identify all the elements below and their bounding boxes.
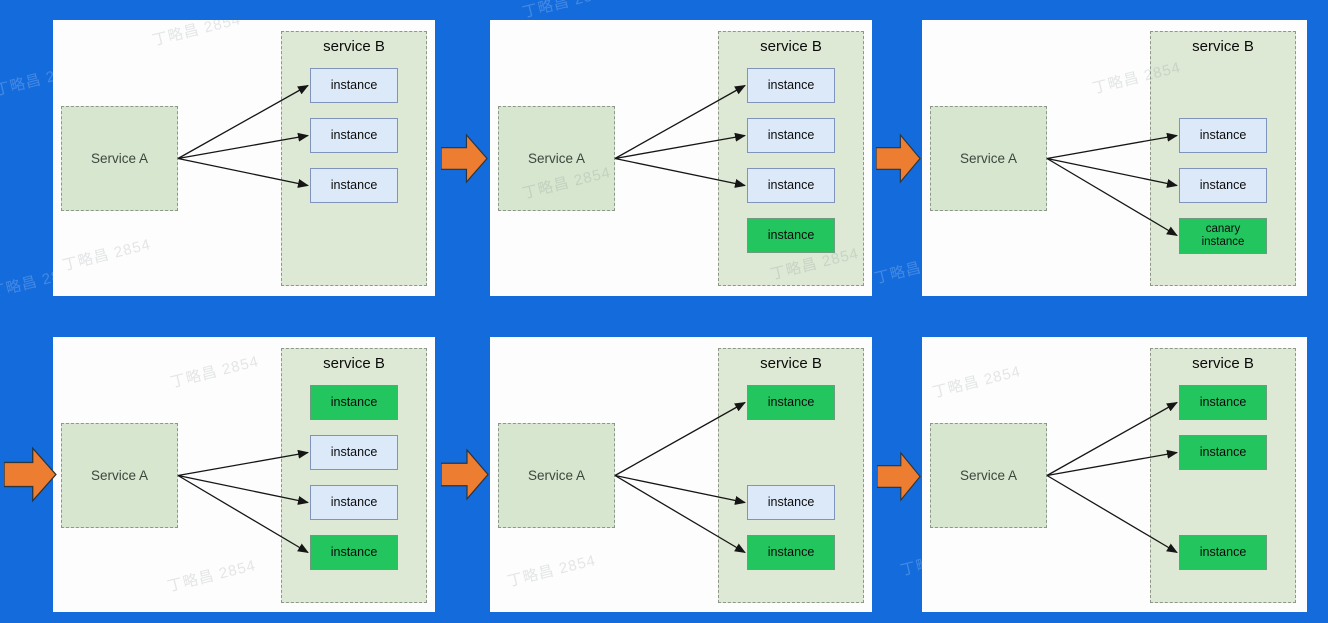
service-a-label: Service A (90, 151, 149, 166)
instance-box: instance (310, 485, 398, 520)
service-a-box: Service A (930, 423, 1047, 528)
stage-panel-5: Service A service B instance instance inst… (490, 337, 872, 612)
right-block-arrow-icon (877, 451, 921, 502)
canary-instance-box: instance (1179, 435, 1267, 470)
service-a-label: Service A (90, 468, 149, 483)
service-a-label: Service A (527, 151, 586, 166)
service-a-box: Service A (61, 106, 178, 211)
instance-box: instance (1179, 168, 1267, 203)
stage-panel-3: Service A service B instance instance cana… (922, 20, 1307, 296)
canary-instance-box: instance (747, 535, 835, 570)
instance-box: instance (747, 68, 835, 103)
stage-panel-1: Service A service B instance instance inst… (53, 20, 435, 296)
instance-box: instance (747, 168, 835, 203)
service-a-label: Service A (959, 468, 1018, 483)
service-b-title: service B (323, 38, 385, 55)
stage-transition-arrow-1 (441, 133, 488, 184)
instance-box: instance (310, 435, 398, 470)
instance-box: instance (310, 168, 398, 203)
service-b-title: service B (760, 38, 822, 55)
instance-box: instance (310, 68, 398, 103)
service-a-label: Service A (527, 468, 586, 483)
canary-instance-box: instance (310, 385, 398, 420)
instance-box: instance (310, 118, 398, 153)
right-block-arrow-icon (441, 133, 488, 184)
service-b-title: service B (760, 355, 822, 372)
service-b-title: service B (323, 355, 385, 372)
stage-panel-6: Service A service B instance instance inst… (922, 337, 1307, 612)
stage-transition-arrow-5 (877, 451, 921, 502)
canary-instance-box: instance (747, 385, 835, 420)
instance-box: instance (747, 485, 835, 520)
stage-panel-2: Service A service B instance instance inst… (490, 20, 872, 296)
canary-instance-box: instance (747, 218, 835, 253)
service-a-box: Service A (498, 423, 615, 528)
service-a-box: Service A (61, 423, 178, 528)
right-block-arrow-icon (441, 448, 489, 501)
canary-instance-box: instance (1179, 385, 1267, 420)
canary-instance-box: instance (1179, 535, 1267, 570)
service-a-box: Service A (930, 106, 1047, 211)
service-a-label: Service A (959, 151, 1018, 166)
instance-box: instance (1179, 118, 1267, 153)
service-a-box: Service A (498, 106, 615, 211)
service-b-title: service B (1192, 38, 1254, 55)
instance-box: instance (747, 118, 835, 153)
right-block-arrow-icon (876, 133, 921, 184)
service-b-title: service B (1192, 355, 1254, 372)
stage-transition-arrow-3 (4, 446, 57, 503)
right-block-arrow-icon (4, 446, 57, 503)
stage-transition-arrow-2 (876, 133, 921, 184)
canary-instance-box: canary instance (1179, 218, 1267, 254)
stage-transition-arrow-4 (441, 448, 489, 501)
stage-panel-4: Service A service B instance instance inst… (53, 337, 435, 612)
canary-instance-box: instance (310, 535, 398, 570)
